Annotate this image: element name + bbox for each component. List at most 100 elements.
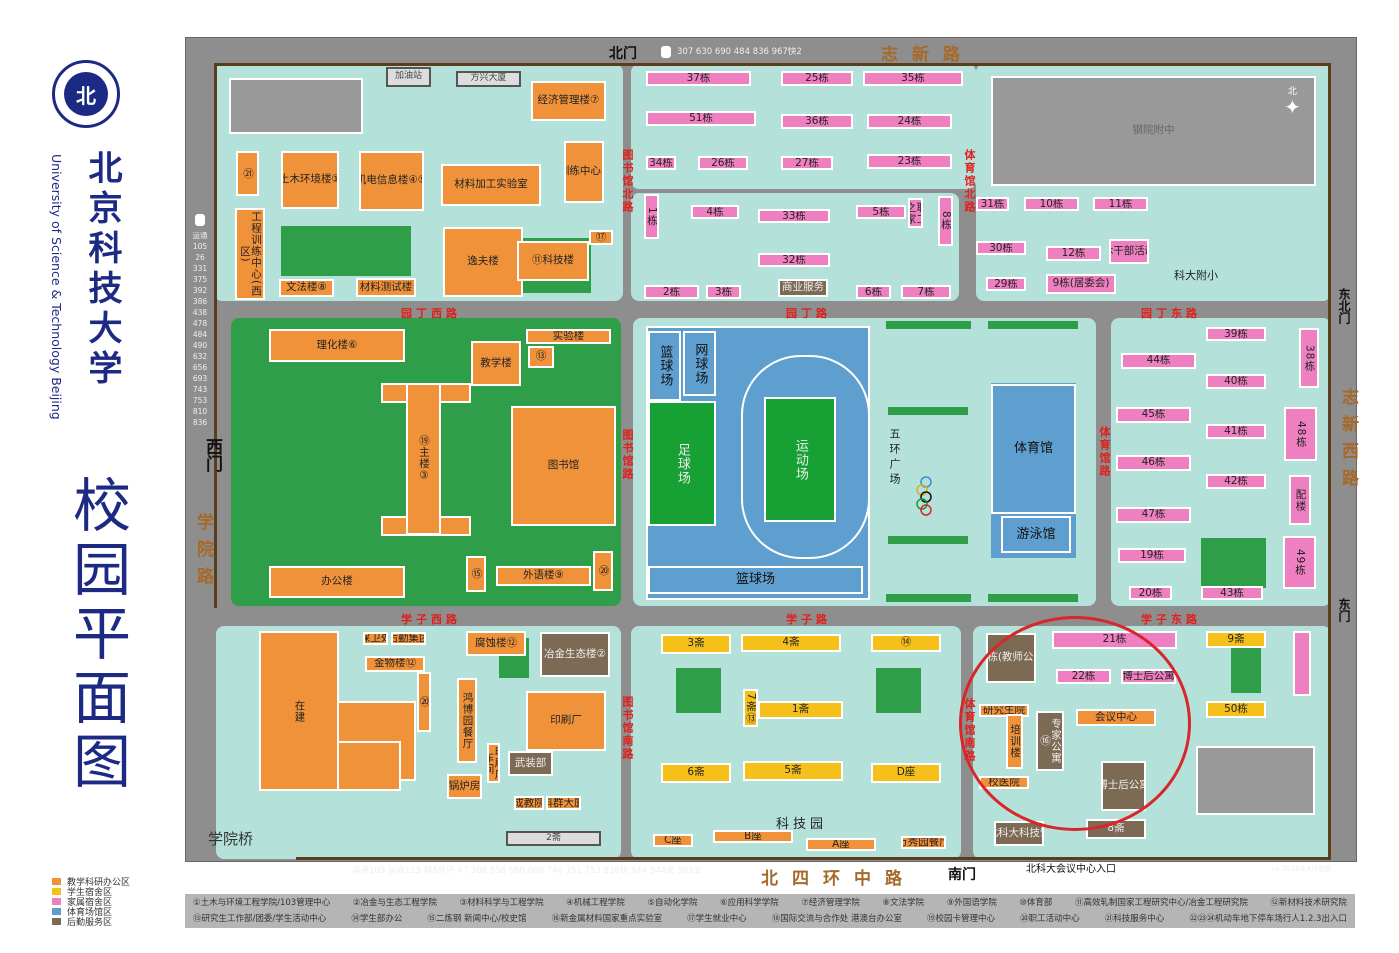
building-33[interactable]: 35栋	[863, 71, 963, 86]
gate-east[interactable]: 东门	[1337, 598, 1351, 622]
gate-south[interactable]: 南门	[948, 867, 976, 883]
building-94[interactable]: 4斋	[741, 634, 841, 652]
building-30[interactable]: 游泳馆	[1001, 516, 1071, 553]
building-95[interactable]: ⑭	[871, 634, 941, 652]
building-75[interactable]: 48栋	[1284, 407, 1317, 461]
building-76[interactable]: 配楼	[1289, 475, 1311, 525]
building-104[interactable]: 万秀园餐厅	[901, 836, 946, 849]
building-6[interactable]: 材料加工实验室	[441, 164, 541, 206]
building-49[interactable]: 3栋	[706, 285, 741, 299]
building-85[interactable]: 冶金生态楼②	[540, 632, 610, 677]
building-39[interactable]: 27栋	[781, 156, 833, 170]
building-10[interactable]: 材料测试楼	[356, 278, 416, 297]
building-18[interactable]: ⑲主楼③	[406, 383, 441, 535]
building-80[interactable]: 后勤集团	[391, 632, 426, 645]
building-48[interactable]: 2栋	[644, 285, 699, 299]
building-20[interactable]: ⑮	[466, 556, 486, 592]
gate-northeast[interactable]: 东北门	[1337, 288, 1351, 324]
building-89[interactable]: 武装部	[508, 751, 553, 776]
building-17[interactable]: 教学楼	[471, 341, 521, 386]
building-119[interactable]	[1293, 631, 1311, 696]
building-64[interactable]: 44栋	[1121, 353, 1196, 369]
building-99[interactable]: 5斋	[743, 761, 843, 781]
gate-north[interactable]: 北门	[609, 46, 637, 62]
building-71[interactable]: 19栋	[1118, 548, 1186, 563]
building-69[interactable]: 42栋	[1206, 474, 1266, 489]
building-8[interactable]: 工程训练中心(西区)	[235, 208, 265, 300]
building-84[interactable]: 鸿博园餐厅	[457, 678, 477, 763]
building-0[interactable]: 经济管理楼⑦	[531, 81, 606, 121]
building-5[interactable]: 机电信息楼④⑤	[359, 151, 424, 211]
building-38[interactable]: 26栋	[698, 156, 748, 170]
building-65[interactable]: 40栋	[1206, 374, 1266, 389]
building-50[interactable]: 商业服务	[778, 279, 828, 297]
building-91[interactable]: 科群大厦	[546, 796, 581, 810]
building-26[interactable]: 足球场	[648, 401, 716, 526]
building-53[interactable]: 31栋	[976, 197, 1009, 211]
building-83[interactable]: 腐蚀楼⑫	[466, 631, 526, 656]
building-98[interactable]: 6斋	[661, 763, 731, 783]
building-3[interactable]: ㉑	[236, 151, 259, 196]
building-74[interactable]: 38栋	[1299, 328, 1319, 388]
building-118[interactable]: 50栋	[1206, 701, 1266, 718]
building-31[interactable]: 37栋	[646, 71, 751, 86]
building-7[interactable]: 工程训练中心(东区)	[564, 141, 604, 203]
building-54[interactable]: 10栋	[1024, 197, 1079, 211]
building-41[interactable]: 1栋	[644, 194, 659, 239]
building-57[interactable]: 12栋	[1046, 246, 1101, 261]
building-62[interactable]: 科大附小	[1174, 269, 1218, 283]
building-63[interactable]: 39栋	[1206, 327, 1266, 341]
building-55[interactable]: 11栋	[1093, 197, 1148, 211]
building-59[interactable]: 29栋	[986, 277, 1026, 291]
building-36[interactable]: 24栋	[867, 114, 952, 129]
building-61[interactable]: 钢院附中	[991, 76, 1316, 186]
building-4[interactable]: 土木环境楼①	[281, 151, 339, 209]
building-67[interactable]: 41栋	[1206, 424, 1266, 439]
building-58[interactable]: 离退休干部活动中心	[1109, 239, 1149, 264]
building-81[interactable]: 金物楼⑫	[365, 656, 425, 672]
building-103[interactable]: A座	[806, 838, 876, 851]
building-60[interactable]: 9栋(居委会)	[1046, 274, 1116, 294]
building-77[interactable]: 49栋	[1283, 536, 1316, 589]
building-9[interactable]: 文法楼⑧	[279, 279, 334, 297]
building-24[interactable]: 篮球场	[648, 331, 681, 401]
building-19[interactable]: 图书馆	[511, 406, 616, 526]
building-87[interactable]: 印刷厂车间	[487, 743, 500, 783]
building-47[interactable]: 32栋	[758, 253, 830, 267]
building-29[interactable]: 体育馆	[991, 384, 1076, 514]
building-79[interactable]: 保卫处	[363, 632, 388, 645]
building-100[interactable]: D座	[871, 763, 941, 783]
building-2[interactable]: 方兴大厦	[456, 71, 521, 87]
building-42[interactable]: 4栋	[691, 205, 739, 219]
building-73[interactable]: 43栋	[1201, 586, 1263, 600]
building-96[interactable]: 7斋⑬	[743, 689, 758, 727]
building-11[interactable]: 逸夫楼	[443, 227, 523, 297]
building-93[interactable]: 3斋	[661, 634, 731, 654]
building-97[interactable]: 1斋	[758, 701, 843, 719]
building-51[interactable]: 6栋	[856, 285, 891, 299]
building-52[interactable]: 7栋	[901, 285, 951, 299]
building-102[interactable]: B座	[713, 830, 793, 843]
building-40[interactable]: 23栋	[867, 154, 952, 169]
building-82[interactable]: ⑳	[417, 672, 431, 732]
building-66[interactable]: 45栋	[1116, 407, 1191, 423]
building-13[interactable]: ⑰	[589, 230, 613, 245]
building-27[interactable]: 运动场	[764, 397, 836, 522]
building-1[interactable]: 加油站	[386, 67, 431, 87]
building-22[interactable]: ⑳	[593, 551, 613, 591]
building-23[interactable]: 办公楼	[269, 566, 405, 598]
building-34[interactable]: 51栋	[646, 111, 756, 126]
building-101[interactable]: C座	[653, 834, 693, 847]
building-92[interactable]: 2斋	[506, 831, 601, 846]
building-86[interactable]: 印刷厂	[526, 691, 606, 751]
building-28[interactable]: 篮球场	[648, 566, 863, 594]
building-15[interactable]: 实验楼	[526, 329, 611, 344]
building-44[interactable]: 5栋	[856, 205, 906, 219]
building-78[interactable]: 在建	[259, 631, 339, 791]
gate-west[interactable]: 西门	[202, 438, 222, 472]
building-115[interactable]: 北科大科技馆	[994, 821, 1044, 846]
building-43[interactable]: 33栋	[758, 209, 830, 223]
building-56[interactable]: 30栋	[976, 241, 1026, 255]
building-25[interactable]: 网球场	[683, 331, 716, 396]
